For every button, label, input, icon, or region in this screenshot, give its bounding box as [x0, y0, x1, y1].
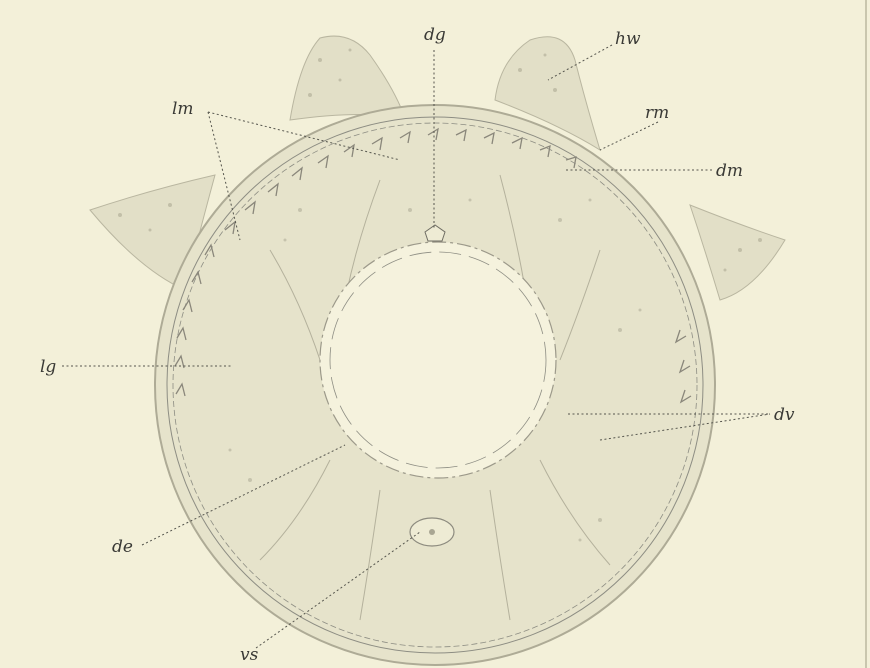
- label-lg: lg: [40, 357, 56, 377]
- label-rm: rm: [645, 103, 669, 123]
- label-lm: lm: [172, 99, 194, 119]
- label-dg: dg: [424, 25, 446, 45]
- ventral-vessel-dot: [429, 529, 435, 535]
- label-hw: hw: [615, 29, 641, 49]
- label-de: de: [112, 537, 133, 557]
- label-vs: vs: [240, 645, 259, 665]
- label-dv: dv: [774, 405, 795, 425]
- central-cavity: [320, 242, 556, 478]
- label-dm: dm: [716, 161, 743, 181]
